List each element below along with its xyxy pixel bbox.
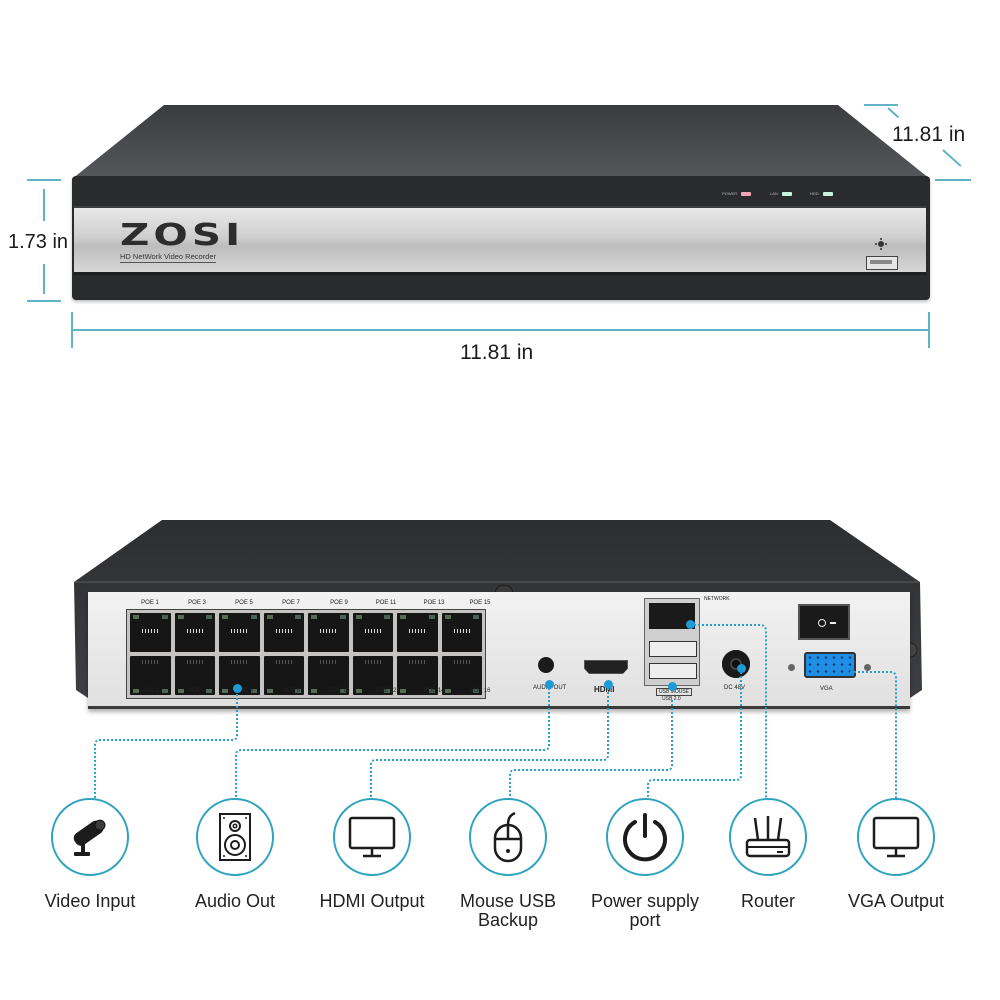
- feature-router: Router: [703, 798, 833, 911]
- router-icon: [745, 816, 791, 858]
- poe-port[interactable]: [263, 656, 304, 695]
- dc-connector-dot: [737, 664, 746, 673]
- poe-port[interactable]: [397, 656, 438, 695]
- feature-vga-output: VGA Output: [831, 798, 961, 911]
- poe-port[interactable]: [397, 613, 438, 652]
- height-dim-top-tick: [27, 179, 61, 181]
- poe-port[interactable]: [174, 613, 215, 652]
- feature-circle: [729, 798, 807, 876]
- mouse-icon: [493, 811, 523, 863]
- poe-port[interactable]: [130, 613, 171, 652]
- feature-video-input: Video Input: [25, 798, 155, 911]
- height-dim-bottom-tick: [27, 300, 61, 302]
- feature-circle: [51, 798, 129, 876]
- vga-screw: [864, 664, 871, 671]
- camera-icon: [73, 819, 106, 856]
- depth-dimension-label: 11.81 in: [892, 123, 966, 146]
- poe-port-block: [126, 609, 486, 699]
- feature-circle: [606, 798, 684, 876]
- feature-circle: [469, 798, 547, 876]
- rear-io-panel: POE 1 POE 3 POE 5 POE 7 POE 9 POE 11 POE…: [88, 592, 910, 709]
- lan-led-icon: [781, 191, 792, 196]
- brand-subtitle: HD NetWork Video Recorder: [120, 252, 217, 263]
- led-lan: LAN: [770, 191, 792, 196]
- speaker-icon: [219, 813, 251, 861]
- poe-connector-dot: [233, 684, 242, 693]
- power-led-icon: [741, 191, 752, 196]
- poe-port[interactable]: [263, 613, 304, 652]
- audio-connector-dot: [545, 680, 554, 689]
- feature-circle: [333, 798, 411, 876]
- feature-circle: [857, 798, 935, 876]
- nvr-front-body: POWER LAN HDD ZOSI HD NetWork Video Reco…: [72, 176, 930, 300]
- front-silver-strip: ZOSI HD NetWork Video Recorder: [74, 206, 926, 275]
- poe-port[interactable]: [308, 613, 349, 652]
- usb-connector-dot: [668, 682, 677, 691]
- switch-off-icon: [818, 619, 826, 627]
- poe-port[interactable]: [441, 656, 482, 695]
- poe-port[interactable]: [219, 613, 260, 652]
- front-usb-port-icon: [866, 256, 898, 270]
- usb-port[interactable]: [649, 663, 697, 679]
- height-dimension-label: 1.73 in: [8, 231, 69, 253]
- depth-dim-bottom-tick: [935, 179, 971, 181]
- hdd-led-icon: [822, 191, 833, 196]
- width-dim-bar: [72, 329, 929, 331]
- feature-hdmi-output: HDMI Output: [307, 798, 437, 911]
- poe-port[interactable]: [441, 613, 482, 652]
- feature-mouse-usb-backup: Mouse USB Backup: [443, 798, 573, 930]
- hdmi-port[interactable]: [584, 660, 628, 674]
- poe-port[interactable]: [130, 656, 171, 695]
- led-hdd: HDD: [810, 191, 833, 196]
- switch-on-icon: [830, 622, 836, 624]
- ir-receiver-icon: [878, 241, 884, 247]
- monitor-icon: [872, 816, 920, 858]
- width-dimension-label: 11.81 in: [460, 341, 534, 364]
- depth-dim-top-tick: [864, 104, 898, 106]
- height-dim-upper-bar: [43, 189, 45, 221]
- network-connector-dot: [686, 620, 695, 629]
- feature-power-supply-port: Power supply port: [580, 798, 710, 930]
- power-switch[interactable]: [798, 604, 850, 640]
- vga-port[interactable]: [804, 652, 856, 678]
- poe-port[interactable]: [308, 656, 349, 695]
- dc-power-jack[interactable]: [722, 650, 750, 678]
- feature-audio-out: Audio Out: [170, 798, 300, 911]
- usb-port[interactable]: [649, 641, 697, 657]
- poe-port[interactable]: [174, 656, 215, 695]
- brand-logo: ZOSI: [120, 218, 245, 253]
- nvr-rear-view: POE 1 POE 3 POE 5 POE 7 POE 9 POE 11 POE…: [70, 520, 930, 710]
- height-dim-lower-bar: [43, 264, 45, 294]
- hdmi-connector-dot: [604, 680, 613, 689]
- audio-out-jack[interactable]: [538, 657, 554, 673]
- feature-circle: [196, 798, 274, 876]
- poe-port[interactable]: [352, 656, 393, 695]
- monitor-icon: [348, 816, 396, 858]
- width-dim-right-tick: [928, 312, 930, 348]
- led-power: POWER: [722, 191, 752, 196]
- poe-port[interactable]: [352, 613, 393, 652]
- vga-screw: [788, 664, 795, 671]
- power-icon: [623, 813, 667, 862]
